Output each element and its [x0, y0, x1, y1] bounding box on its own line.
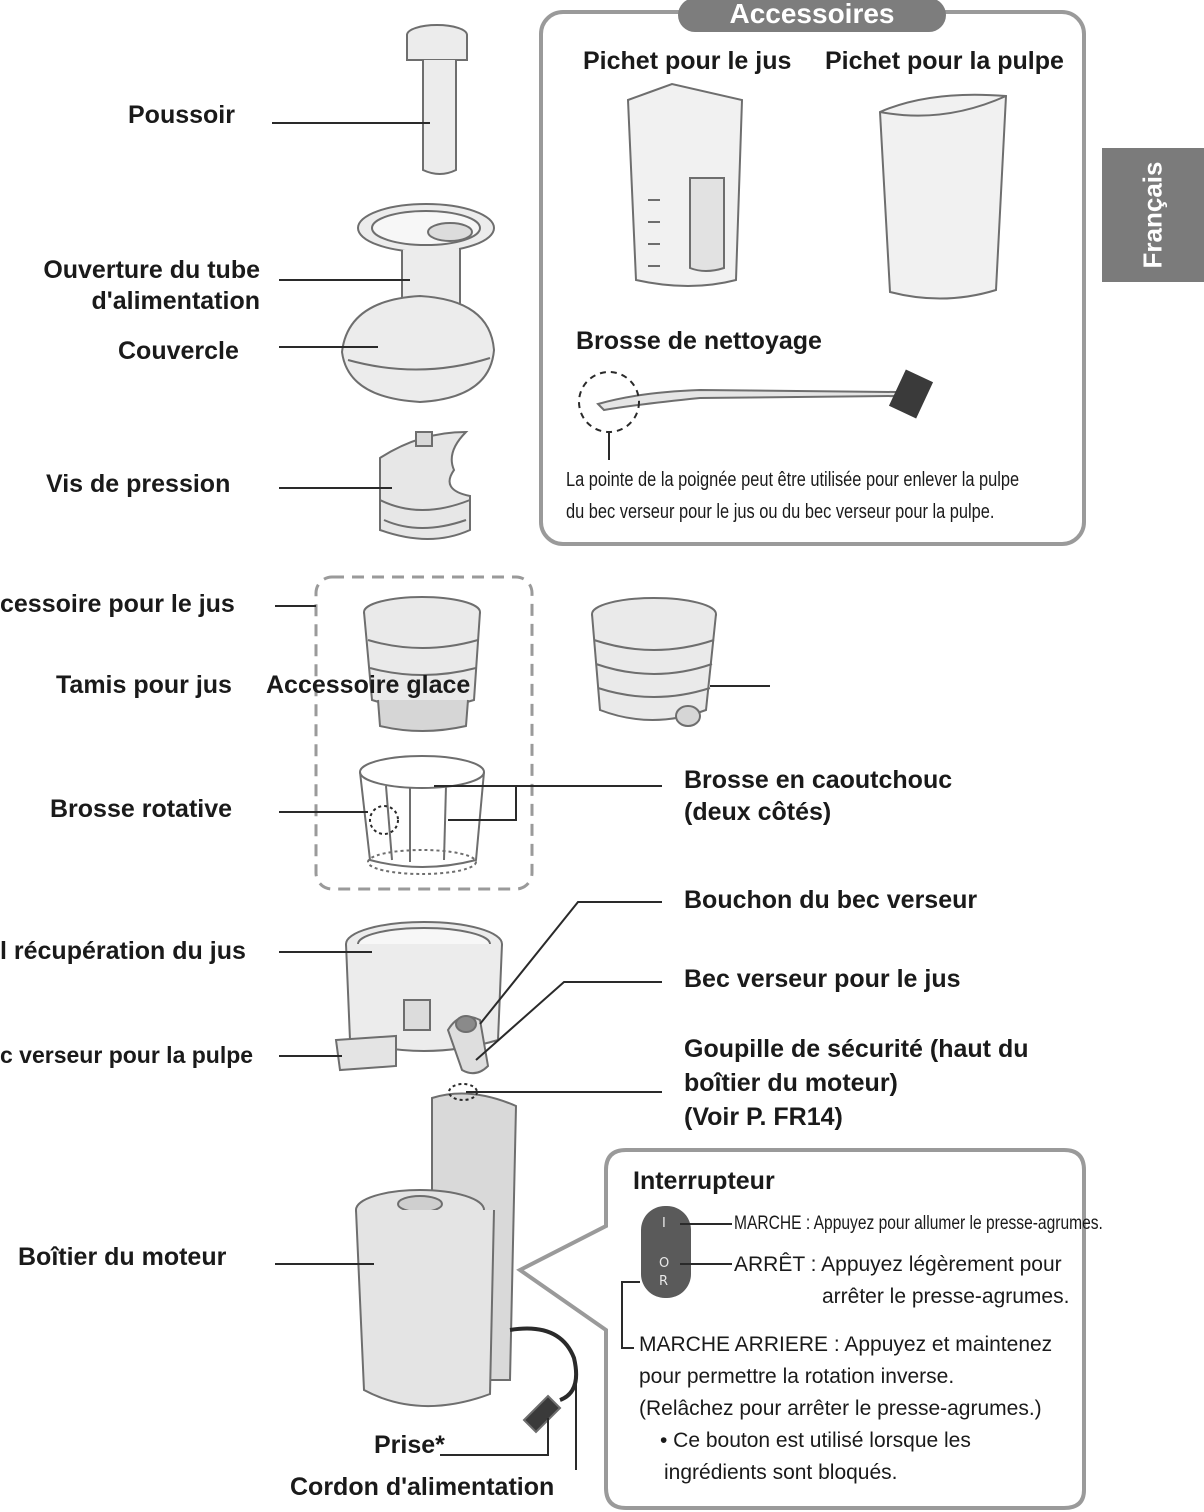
switch-illustration	[641, 1206, 691, 1298]
switch-mark-off: O	[659, 1256, 670, 1271]
label-pulp-pitcher: Pichet pour la pulpe	[825, 47, 1064, 75]
label-juice-strainer: Tamis pour jus	[56, 671, 232, 699]
label-rubber-brush-1: Brosse en caoutchouc	[684, 766, 953, 794]
label-safety-pin-1: Goupille de sécurité (haut du	[684, 1035, 1029, 1063]
lid	[340, 203, 496, 404]
motor-base	[355, 1083, 579, 1434]
language-tab-label: Français	[1137, 161, 1168, 269]
label-spout-cap: Bouchon du bec verseur	[684, 886, 978, 914]
label-pusher: Poussoir	[128, 101, 235, 129]
label-rubber-brush-2: (deux côtés)	[684, 798, 832, 826]
label-pulp-spout: c verseur pour la pulpe	[0, 1042, 254, 1068]
label-feeding-tube-1: Ouverture du tube	[43, 256, 260, 284]
switch-off-text-2: arrêter le presse-agrumes.	[822, 1285, 1070, 1308]
switch-on-text: MARCHE : Appuyez pour allumer le presse-…	[734, 1213, 1103, 1234]
switch-reverse-text-3: (Relâchez pour arrêter le presse-agrumes…	[639, 1397, 1042, 1420]
accessories-title: Accessoires	[678, 0, 946, 32]
label-plug: Prise*	[374, 1431, 445, 1459]
label-juice-bowl: l récupération du jus	[0, 937, 246, 965]
label-cleaning-brush: Brosse de nettoyage	[576, 327, 822, 355]
pressing-screw	[379, 430, 471, 540]
switch-reverse-text-2: pour permettre la rotation inverse.	[639, 1365, 955, 1388]
note-line-2: du bec verseur pour le jus ou du bec ver…	[566, 501, 995, 523]
label-pressing-screw: Vis de pression	[46, 470, 231, 498]
switch-reverse-text-1: MARCHE ARRIERE : Appuyez et maintenez	[639, 1333, 1053, 1356]
label-juice-pitcher: Pichet pour le jus	[583, 47, 792, 75]
label-juice-attachment: cessoire pour le jus	[0, 590, 235, 618]
pulp-pitcher	[878, 93, 1008, 300]
label-safety-pin-2: boîtier du moteur)	[684, 1069, 898, 1097]
switch-bullet-1: • Ce bouton est utilisé lorsque les	[660, 1429, 971, 1452]
juice-pitcher	[626, 82, 744, 287]
switch-frame	[516, 1148, 1086, 1510]
juice-strainer	[363, 596, 481, 732]
language-tab[interactable]: Français	[1102, 148, 1204, 282]
note-line-1: La pointe de la poignée peut être utilis…	[566, 469, 1020, 491]
label-lid: Couvercle	[118, 337, 239, 365]
label-feeding-tube-2: d'alimentation	[91, 287, 260, 315]
label-rotating-brush: Brosse rotative	[50, 795, 233, 823]
juice-attachment-box	[314, 575, 534, 891]
switch-mark-reverse: R	[659, 1274, 669, 1289]
label-safety-pin-3: (Voir P. FR14)	[684, 1103, 843, 1131]
pusher	[406, 24, 468, 175]
label-ice-attachment: Accessoire glace	[266, 671, 471, 699]
switch-mark-on: I	[662, 1216, 666, 1231]
label-power-cord: Cordon d'alimentation	[290, 1473, 555, 1501]
switch-off-text-1: ARRÊT : Appuyez légèrement pour	[734, 1253, 1062, 1276]
rotating-brush	[359, 755, 485, 875]
switch-bullet-2: ingrédients sont bloqués.	[664, 1461, 898, 1484]
label-motor-base: Boîtier du moteur	[18, 1243, 227, 1271]
ice-attachment	[591, 597, 717, 727]
leader-lines	[272, 122, 770, 1470]
juice-bowl	[334, 921, 503, 1075]
label-juice-spout: Bec verseur pour le jus	[684, 965, 961, 993]
cleaning-brush	[578, 369, 934, 460]
switch-title: Interrupteur	[633, 1167, 775, 1195]
